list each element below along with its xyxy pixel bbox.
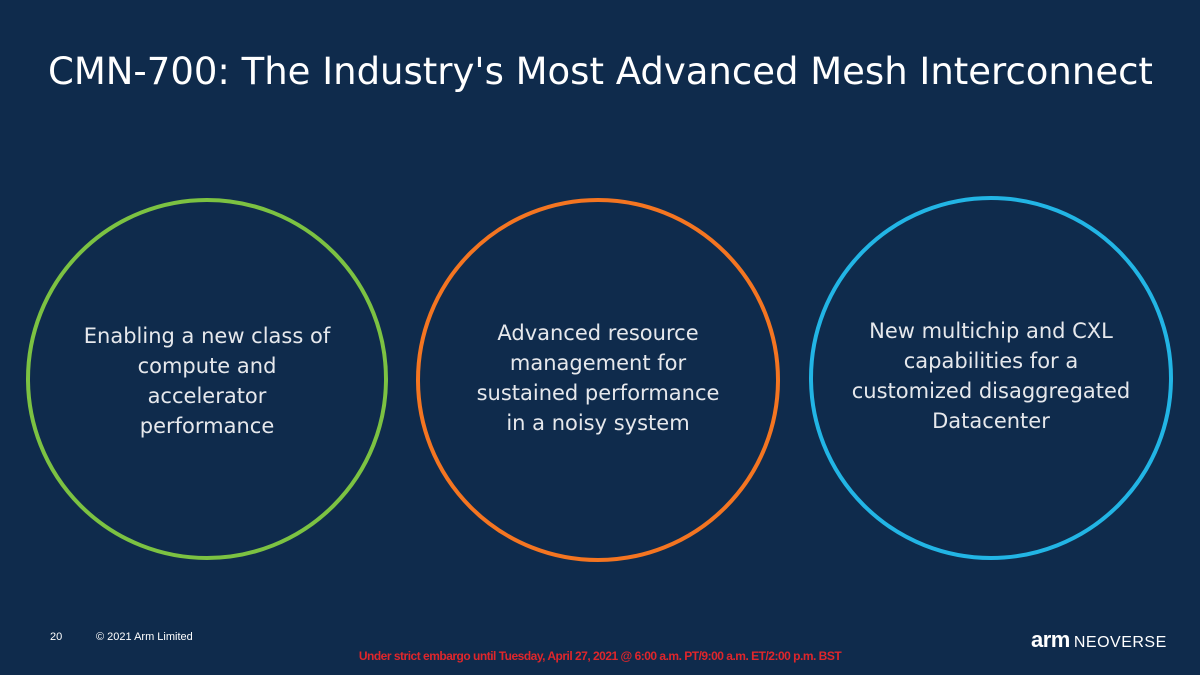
- neoverse-logo-text: NEOVERSE: [1073, 634, 1167, 651]
- copyright-text: © 2021 Arm Limited: [96, 631, 193, 643]
- arm-neoverse-logo: arm NEOVERSE: [1031, 627, 1167, 653]
- circle-orange: Advanced resource management for sustain…: [416, 198, 780, 562]
- arm-logo-text: arm: [1031, 627, 1070, 652]
- circle-green: Enabling a new class of compute and acce…: [26, 198, 388, 560]
- circle-blue: New multichip and CXL capabilities for a…: [809, 196, 1173, 560]
- page-number: 20: [50, 631, 63, 643]
- circle-text-resource: Advanced resource management for sustain…: [476, 321, 720, 435]
- circle-text-compute: Enabling a new class of compute and acce…: [83, 324, 331, 438]
- embargo-notice: Under strict embargo until Tuesday, Apri…: [358, 649, 842, 663]
- circle-text-multichip: New multichip and CXL capabilities for a…: [851, 319, 1131, 433]
- slide-title: CMN-700: The Industry's Most Advanced Me…: [48, 50, 1153, 93]
